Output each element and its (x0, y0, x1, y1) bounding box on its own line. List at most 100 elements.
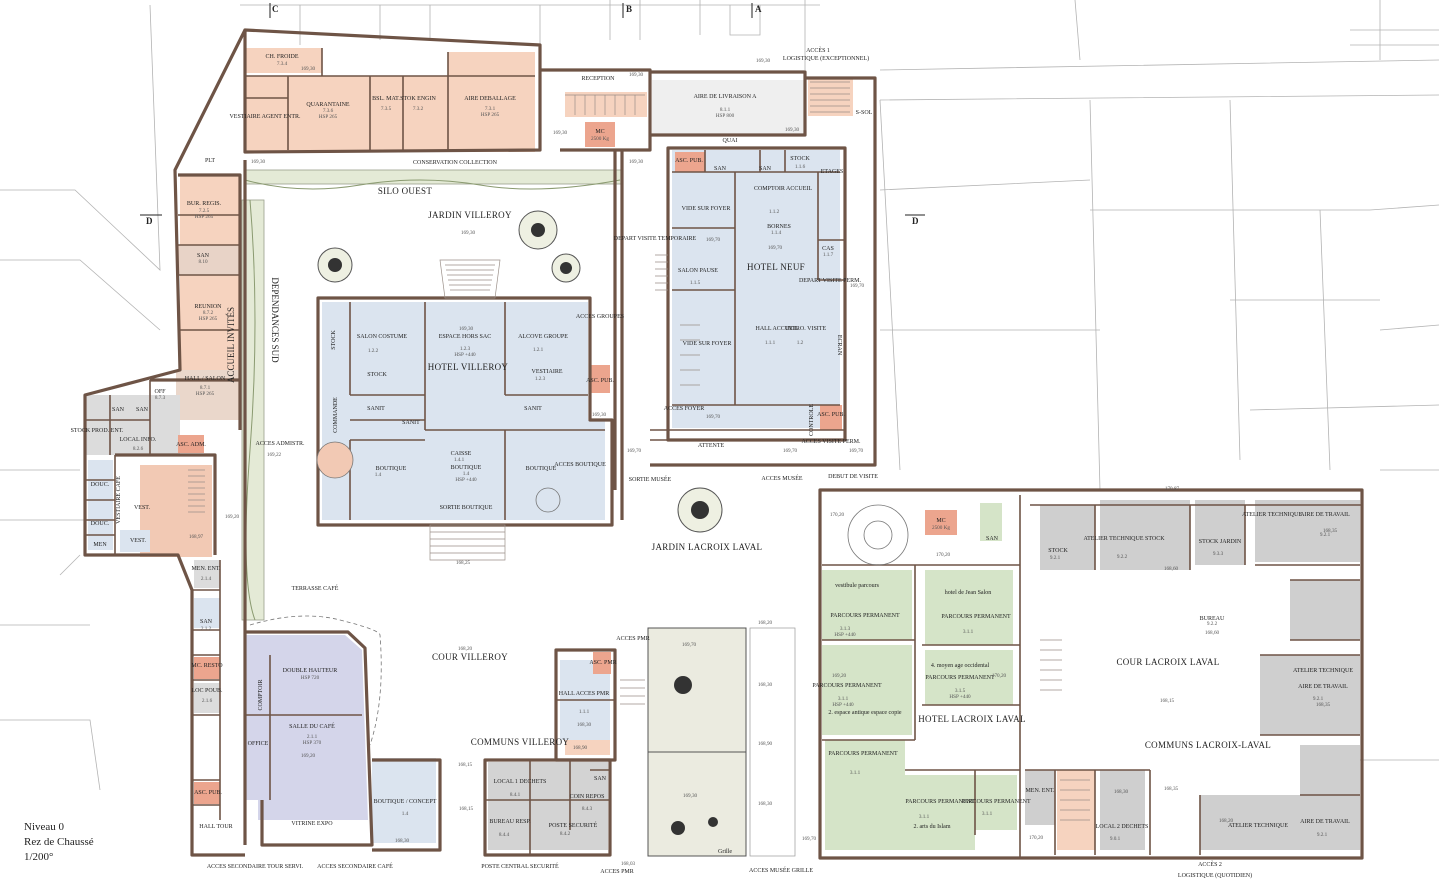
room-stock-hv2: STOCK (367, 372, 387, 378)
room-ecran: ECRAN (836, 335, 842, 356)
room-stock-ll: STOCK (1048, 548, 1068, 554)
mc-right-capacity: 2500 Kg (932, 525, 950, 531)
level: 169,20 (832, 673, 847, 679)
room-controle: CONTROLE (809, 404, 815, 436)
room-attente: ATTENTE (698, 443, 725, 449)
access-visite-perm: ACCES VISITE PERM. (801, 439, 861, 445)
code-poste-securite: 8.4.2 (560, 831, 571, 837)
label-grille: Grille (718, 849, 732, 855)
room-quai: QUAI (723, 138, 738, 144)
code-local1-dechets: 8.4.1 (510, 792, 521, 798)
room-salle-cafe: SALLE DU CAFÉ (289, 722, 335, 730)
code-parcours-3: 3.1.1 (838, 696, 849, 702)
code-parcours-2: 3.1.1 (963, 629, 974, 635)
hsp-parcours-4: HSP +440 (949, 694, 971, 700)
tree-1 (317, 247, 353, 283)
section-c-top: C (272, 4, 279, 14)
level: 168,60 (1205, 630, 1220, 636)
code-bornes: 1.1.4 (771, 230, 782, 236)
room-stock-hn: STOCK (790, 156, 810, 162)
room-ch-froide: CH. FROIDE (265, 54, 298, 60)
level: 169,70 (706, 414, 721, 420)
level: 169,30 (756, 58, 771, 64)
room-conservation: CONSERVATION COLLECTION (413, 160, 498, 166)
access-admistr: ACCES ADMISTR. (255, 441, 305, 447)
code-san-left: 8.10 (198, 259, 207, 265)
level: 168,15 (458, 762, 473, 768)
room-vestiaire-hv: VESTIAIRE (532, 369, 563, 375)
code-loc-poub: 2.1.6 (202, 698, 213, 704)
room-office: OFFICE (248, 741, 269, 747)
room-parcours-6: PARCOURS PERMANENT (905, 799, 975, 805)
level: 169,70 (682, 642, 697, 648)
room-san-b: SAN (136, 407, 149, 413)
room-vest-b: VEST. (130, 538, 147, 544)
room-men-ent-ll: MEN. ENT. (1025, 788, 1055, 794)
code-parcours-4: 3.1.5 (955, 688, 966, 694)
code-men-ent: 2.1.4 (201, 576, 212, 582)
room-san-hn2: SAN (759, 166, 772, 172)
code-intro-visite: 1.2 (797, 340, 804, 346)
code-bur-regis: 7.2.5 (199, 208, 210, 214)
room-asc-pub-hv: ASC. PUB. (586, 378, 614, 384)
access-musee-top: ACCES MUSÉE (761, 474, 803, 482)
room-plt: PLT (205, 158, 215, 164)
room-hall-acces-pmr: HALL ACCES PMR (559, 691, 609, 697)
room-local1-dechets: LOCAL 1 DECHETS (494, 779, 547, 785)
level: 169,30 (785, 127, 800, 133)
hsp-parcours-1: HSP +440 (834, 632, 856, 638)
code-bureau-resp: 8.4.4 (499, 832, 510, 838)
hsp-aire-deballage: HSP 265 (481, 112, 500, 118)
level: 168,35 (1164, 786, 1179, 792)
code-vestiaire-hv: 1.2.3 (535, 376, 546, 382)
level: 168,30 (1114, 789, 1129, 795)
level: 169,20 (301, 753, 316, 759)
room-parcours-4: PARCOURS PERMANENT (925, 675, 995, 681)
access-boutique: ACCES BOUTIQUE (554, 462, 606, 468)
hsp-aire-livraison: HSP 800 (716, 113, 735, 119)
room-men-ent: MEN. ENT. (191, 566, 221, 572)
room-atelier-tech-r1: ATELIER TECHNIQUE (1293, 668, 1353, 674)
room-espace-hors-sac: ESPACE HORS SAC (439, 334, 491, 340)
hsp-hall-salon: HSP 265 (196, 391, 215, 397)
code-stock-ll: 9.2.1 (1050, 555, 1061, 561)
room-asc-pmr: ASC. PMR (589, 660, 616, 666)
hsp-reunion: HSP 265 (199, 316, 218, 322)
room-asc-pub-hn2: ASC. PUB. (817, 412, 845, 418)
room-etages: ETAGES (821, 169, 844, 175)
room-cour-lacroix: COUR LACROIX LAVAL (1116, 657, 1219, 667)
room-san-cv: SAN (594, 776, 607, 782)
room-asc-adm: ASC. ADM. (176, 442, 206, 448)
level: 170,20 (1029, 835, 1044, 841)
room-silo-ouest: SILO OUEST (378, 186, 432, 196)
room-hotel-villeroy: HOTEL VILLEROY (428, 362, 509, 372)
room-stock-jardin: STOCK JARDIN (1199, 539, 1242, 545)
level: 168,60 (1164, 566, 1179, 572)
mc-left-capacity: 2500 Kg (591, 136, 609, 142)
level: 168,20 (458, 646, 473, 652)
level: 168,30 (577, 722, 592, 728)
section-d-left: D (146, 216, 153, 226)
room-lacroix-salon: hotel de Jean Salon (945, 590, 992, 596)
access-foyer: ACCES FOYER (664, 406, 705, 412)
level: 168,90 (758, 741, 773, 747)
room-mc-resto: MC. RESTO (191, 663, 223, 669)
level: 168,20 (1219, 818, 1234, 824)
room-salon-pause: SALON PAUSE (678, 268, 718, 274)
note-parcours-6: 2. arts du Islam (914, 824, 951, 830)
code-quarantaine: 7.3.6 (323, 108, 334, 114)
room-asc-pub-hn: ASC. PUB. (675, 158, 703, 164)
legend-scale: 1/200° (24, 851, 53, 863)
level: 169,30 (459, 326, 474, 332)
section-b-top: B (626, 4, 632, 14)
room-parcours-2: PARCOURS PERMANENT (941, 614, 1011, 620)
room-vest-a: VEST. (134, 505, 151, 511)
code-local2-dechets: 9.0.1 (1110, 836, 1121, 842)
room-bsl-mat: BSL. MAT. (372, 96, 400, 102)
room-douc-2: DOUC. (91, 521, 110, 527)
room-mc-right: MC (936, 518, 945, 524)
room-sanit-2: SANIT (402, 420, 420, 426)
legend-subtitle: Rez de Chaussé (24, 836, 94, 848)
level: 169,70 (783, 448, 798, 454)
